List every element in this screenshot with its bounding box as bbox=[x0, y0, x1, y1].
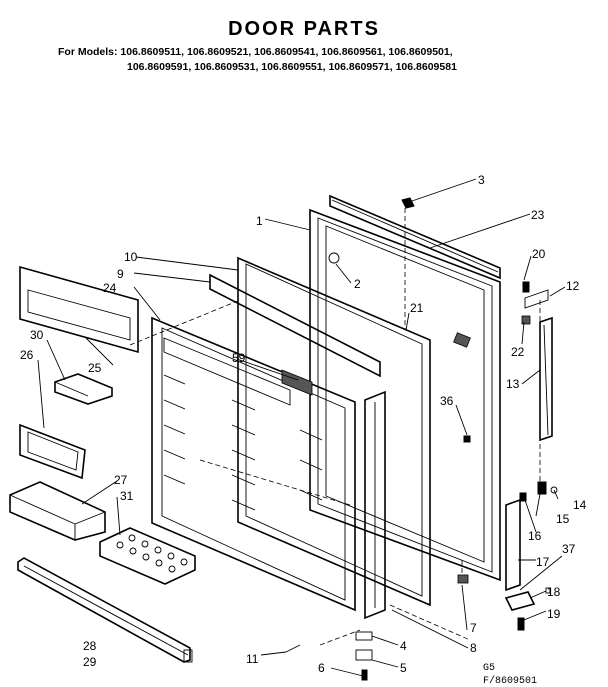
callout-6: 6 bbox=[318, 661, 325, 675]
callout-3: 3 bbox=[478, 173, 485, 187]
callout-22: 22 bbox=[511, 345, 525, 359]
side-strip bbox=[364, 390, 386, 620]
top-trim-strip bbox=[329, 194, 501, 280]
callout-27: 27 bbox=[114, 473, 128, 487]
callout-16: 16 bbox=[528, 529, 542, 543]
callout-59: 59 bbox=[232, 351, 246, 365]
callout-15: 15 bbox=[556, 512, 570, 526]
dairy-door bbox=[19, 265, 139, 354]
callout-21: 21 bbox=[410, 301, 424, 315]
callout-30: 30 bbox=[30, 328, 44, 342]
callout-1: 1 bbox=[256, 214, 263, 228]
door-outer-panel bbox=[309, 208, 501, 582]
door-shelf-bin bbox=[19, 423, 86, 480]
callout-26: 26 bbox=[20, 348, 34, 362]
egg-tray bbox=[99, 527, 196, 585]
footer-code-2: F/8609501 bbox=[483, 675, 537, 687]
callout-4: 4 bbox=[400, 639, 407, 653]
footer-code-1: G5 bbox=[483, 663, 495, 674]
callout-25: 25 bbox=[88, 361, 102, 375]
models-line-1: For Models: 106.8609511, 106.8609521, 10… bbox=[58, 46, 453, 58]
breaker-strip bbox=[209, 273, 381, 378]
callout-23: 23 bbox=[531, 208, 545, 222]
inner-door-liner bbox=[151, 316, 356, 612]
callout-28: 28 bbox=[83, 639, 97, 653]
callout-2: 2 bbox=[354, 277, 361, 291]
callout-10: 10 bbox=[124, 250, 138, 264]
door-gasket bbox=[237, 256, 431, 607]
door-shelf bbox=[9, 481, 106, 541]
callout-8: 8 bbox=[470, 641, 477, 655]
small-bin bbox=[54, 373, 113, 405]
alignment-lines bbox=[129, 200, 541, 646]
callout-14: 14 bbox=[573, 498, 587, 512]
callout-7: 7 bbox=[470, 621, 477, 635]
models-line-2: 106.8609591, 106.8609531, 106.8609551, 1… bbox=[127, 61, 457, 73]
callout-24: 24 bbox=[103, 281, 117, 295]
callout-18: 18 bbox=[547, 585, 561, 599]
callout-9: 9 bbox=[117, 267, 124, 281]
callout-17: 17 bbox=[536, 555, 550, 569]
callout-20: 20 bbox=[532, 247, 546, 261]
callout-11: 11 bbox=[246, 652, 259, 666]
callout-19: 19 bbox=[547, 607, 561, 621]
diagram-title: DOOR PARTS bbox=[228, 18, 380, 40]
bottom-trim-strip bbox=[17, 557, 193, 663]
callout-37: 37 bbox=[562, 542, 576, 556]
callout-5: 5 bbox=[400, 661, 407, 675]
callout-31: 31 bbox=[120, 489, 134, 503]
callout-29: 29 bbox=[83, 655, 97, 669]
leader-lines bbox=[37, 178, 566, 677]
door-hardware bbox=[285, 197, 558, 681]
callout-36: 36 bbox=[440, 394, 454, 408]
callout-12: 12 bbox=[566, 279, 580, 293]
callout-13: 13 bbox=[506, 377, 520, 391]
liner-shelf-rails bbox=[163, 374, 323, 511]
callout-labels: 1 2 3 4 5 6 7 8 9 10 11 12 13 14 15 16 1… bbox=[20, 173, 587, 675]
